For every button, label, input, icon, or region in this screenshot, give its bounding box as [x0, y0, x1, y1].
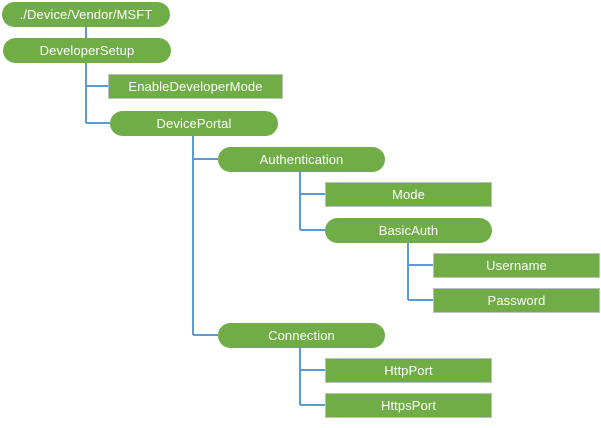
tree-node-password[interactable]: Password: [433, 288, 600, 313]
tree-node-label: BasicAuth: [378, 223, 439, 238]
tree-node-deviceportal[interactable]: DevicePortal: [110, 111, 278, 136]
tree-node-label: Username: [486, 258, 547, 273]
tree-node-httpport[interactable]: HttpPort: [325, 358, 492, 383]
tree-node-label: Connection: [268, 328, 335, 343]
tree-node-developersetup[interactable]: DeveloperSetup: [3, 38, 171, 63]
tree-node-connection[interactable]: Connection: [218, 323, 385, 348]
tree-node-enabledevelopermode[interactable]: EnableDeveloperMode: [108, 74, 283, 99]
tree-node-mode[interactable]: Mode: [325, 182, 492, 207]
tree-node-label: Authentication: [259, 152, 344, 167]
tree-node-label: DeveloperSetup: [39, 43, 135, 58]
tree-node-authentication[interactable]: Authentication: [218, 147, 385, 172]
tree-node-label: Mode: [392, 187, 425, 202]
tree-node-basicauth[interactable]: BasicAuth: [325, 218, 492, 243]
tree-node-label: HttpsPort: [380, 398, 437, 413]
tree-node-label: ./Device/Vendor/MSFT: [19, 7, 153, 22]
tree-node-label: Password: [487, 293, 546, 308]
tree-node-root[interactable]: ./Device/Vendor/MSFT: [2, 2, 170, 27]
tree-node-username[interactable]: Username: [433, 253, 600, 278]
tree-node-label: DevicePortal: [156, 116, 232, 131]
tree-node-label: EnableDeveloperMode: [128, 79, 263, 94]
tree-node-label: HttpPort: [384, 363, 433, 378]
tree-node-httpsport[interactable]: HttpsPort: [325, 393, 492, 418]
